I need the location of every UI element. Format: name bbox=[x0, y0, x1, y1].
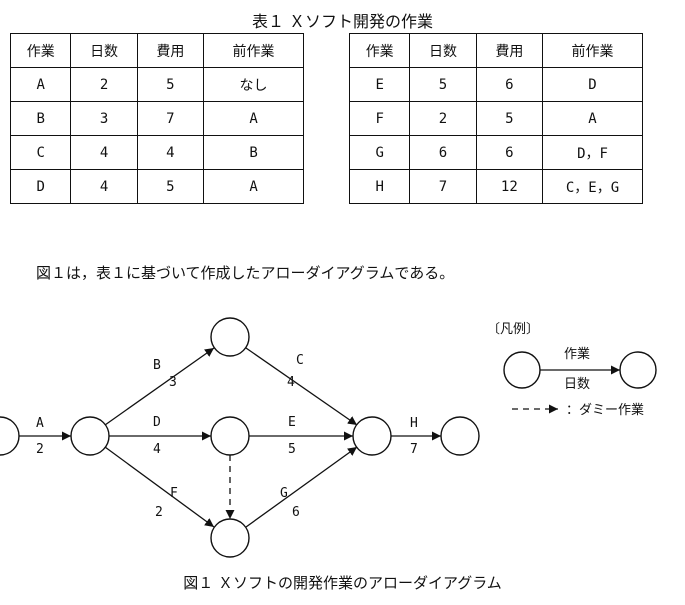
table-cell: C，E，G bbox=[542, 169, 643, 204]
table-cell: A bbox=[9, 67, 72, 102]
table-cell: 5 bbox=[475, 101, 544, 136]
task-table-right: 作業 日数 費用 前作業 E 5 6 D F 2 5 A G 6 6 D，F H… bbox=[348, 33, 643, 204]
table-header-row: 作業 日数 費用 前作業 bbox=[348, 33, 643, 68]
task-table-left: 作業 日数 費用 前作業 A 2 5 なし B 3 7 A C 4 4 B D … bbox=[9, 33, 304, 204]
table-cell: 2 bbox=[409, 101, 477, 136]
arrow-c bbox=[245, 347, 358, 426]
header-cell: 費用 bbox=[475, 33, 544, 68]
table-title: 表１ Ｘソフト開発の作業 bbox=[251, 12, 434, 31]
table-row: A 2 5 なし bbox=[9, 67, 304, 102]
table-cell: A bbox=[203, 169, 304, 204]
label-f-name: F bbox=[170, 486, 178, 501]
legend-dummy-label: ：ダミー作業 bbox=[566, 402, 644, 418]
header-cell: 費用 bbox=[136, 33, 205, 68]
label-d-days: 4 bbox=[153, 442, 161, 457]
table-row: F 2 5 A bbox=[348, 101, 643, 136]
table-cell: B bbox=[203, 135, 304, 170]
table-cell: D bbox=[542, 67, 643, 102]
table-cell: A bbox=[203, 101, 304, 136]
table-cell: 6 bbox=[475, 67, 544, 102]
node-1 bbox=[70, 416, 110, 456]
table-cell: D bbox=[9, 169, 72, 204]
table-cell: B bbox=[9, 101, 72, 136]
table-row: D 4 5 A bbox=[9, 169, 304, 204]
legend-node-right bbox=[619, 351, 657, 389]
table-cell: D，F bbox=[542, 135, 643, 170]
table-row: C 4 4 B bbox=[9, 135, 304, 170]
table-header-row: 作業 日数 費用 前作業 bbox=[9, 33, 304, 68]
label-b-days: 3 bbox=[169, 375, 177, 390]
legend-days-label: 日数 bbox=[564, 377, 590, 392]
header-cell: 作業 bbox=[348, 33, 411, 68]
header-cell: 日数 bbox=[409, 33, 477, 68]
label-f-days: 2 bbox=[155, 505, 163, 520]
table-cell: 5 bbox=[136, 169, 205, 204]
table-cell: G bbox=[348, 135, 411, 170]
arrow-g bbox=[245, 446, 358, 528]
table-cell: C bbox=[9, 135, 72, 170]
table-row: G 6 6 D，F bbox=[348, 135, 643, 170]
table-cell: なし bbox=[203, 67, 304, 102]
legend-node-left bbox=[503, 351, 541, 389]
label-a-name: A bbox=[36, 416, 44, 431]
header-cell: 前作業 bbox=[203, 33, 304, 68]
arrow-f bbox=[104, 446, 215, 528]
table-cell: 6 bbox=[475, 135, 544, 170]
table-cell: 3 bbox=[70, 101, 138, 136]
label-b-name: B bbox=[153, 358, 161, 373]
table-cell: 2 bbox=[70, 67, 138, 102]
table-cell: 5 bbox=[136, 67, 205, 102]
node-3 bbox=[210, 416, 250, 456]
label-e-days: 5 bbox=[288, 442, 296, 457]
header-cell: 日数 bbox=[70, 33, 138, 68]
table-cell: 6 bbox=[409, 135, 477, 170]
node-end bbox=[440, 416, 480, 456]
header-cell: 作業 bbox=[9, 33, 72, 68]
table-cell: E bbox=[348, 67, 411, 102]
description-text: 図１は，表１に基づいて作成したアローダイアグラムである。 bbox=[36, 264, 455, 282]
table-cell: F bbox=[348, 101, 411, 136]
label-h-name: H bbox=[410, 416, 418, 431]
table-row: B 3 7 A bbox=[9, 101, 304, 136]
label-d-name: D bbox=[153, 415, 161, 430]
table-cell: 12 bbox=[475, 169, 544, 204]
node-5 bbox=[352, 416, 392, 456]
label-c-days: 4 bbox=[287, 375, 295, 390]
node-4 bbox=[210, 518, 250, 558]
table-cell: 4 bbox=[70, 169, 138, 204]
arrow-b bbox=[104, 347, 215, 426]
table-cell: 4 bbox=[136, 135, 205, 170]
node-2 bbox=[210, 317, 250, 357]
legend-task-label: 作業 bbox=[564, 346, 590, 362]
label-a-days: 2 bbox=[36, 442, 44, 457]
label-g-name: G bbox=[280, 486, 288, 501]
table-cell: A bbox=[542, 101, 643, 136]
table-cell: 5 bbox=[409, 67, 477, 102]
table-cell: 7 bbox=[409, 169, 477, 204]
node-start bbox=[0, 416, 20, 456]
table-row: H 7 12 C，E，G bbox=[348, 169, 643, 204]
figure-caption: 図１ Ｘソフトの開発作業のアローダイアグラム bbox=[183, 574, 502, 592]
label-h-days: 7 bbox=[410, 442, 418, 457]
header-cell: 前作業 bbox=[542, 33, 643, 68]
table-cell: 4 bbox=[70, 135, 138, 170]
legend-title: 〔凡例〕 bbox=[487, 322, 539, 337]
label-e-name: E bbox=[288, 415, 296, 430]
table-row: E 5 6 D bbox=[348, 67, 643, 102]
table-cell: 7 bbox=[136, 101, 205, 136]
label-c-name: C bbox=[296, 353, 304, 368]
label-g-days: 6 bbox=[292, 505, 300, 520]
table-cell: H bbox=[348, 169, 411, 204]
